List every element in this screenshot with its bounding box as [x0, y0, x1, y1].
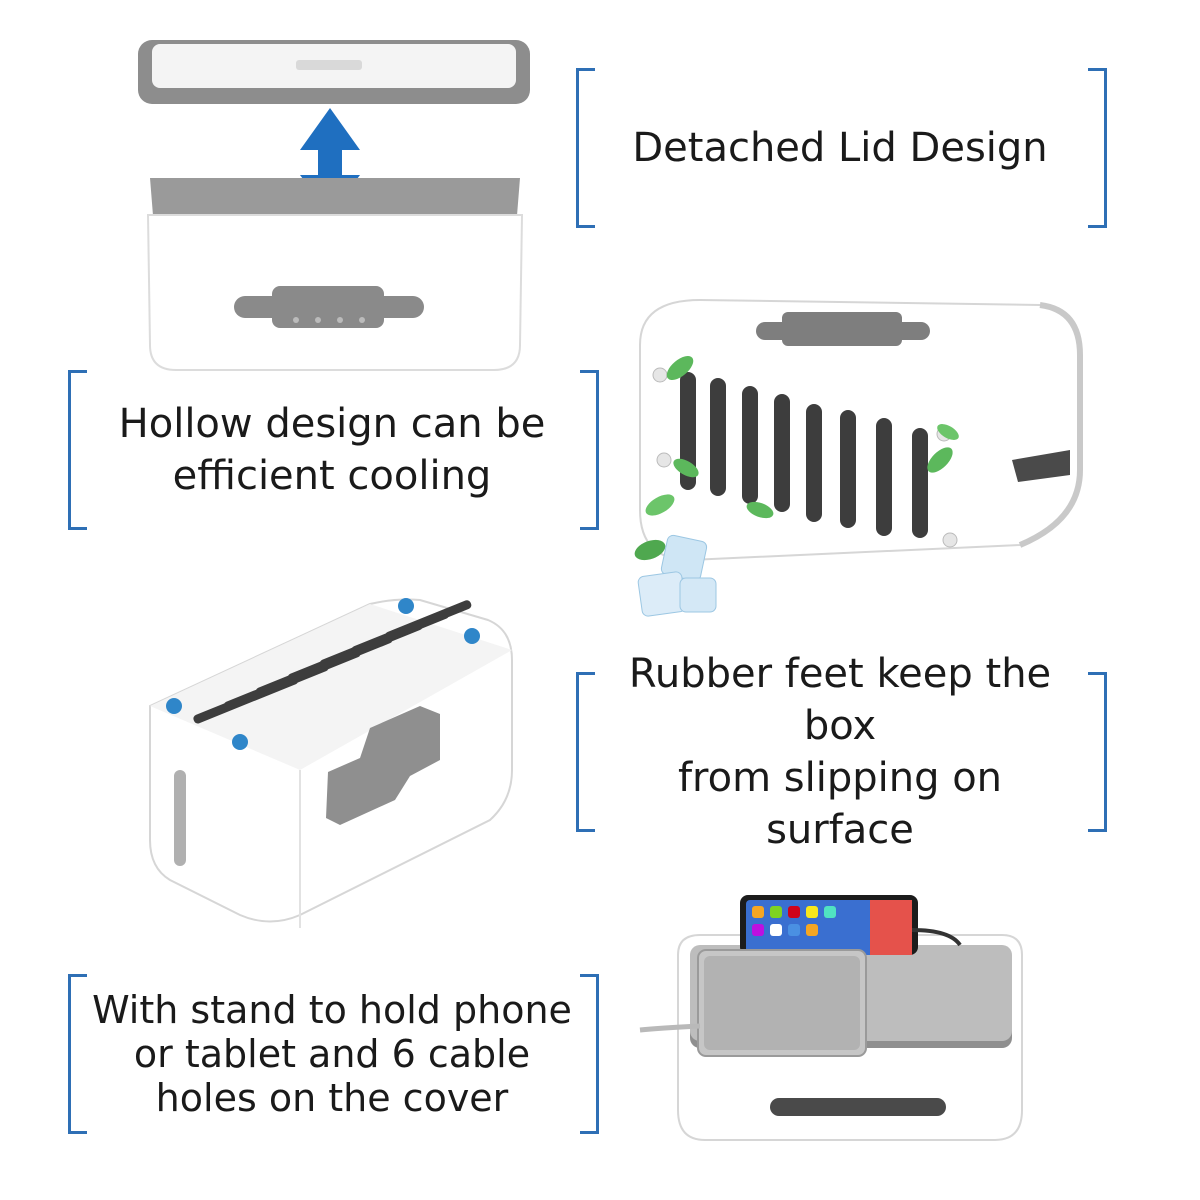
box-bottom-image	[149, 598, 513, 928]
feet-bracket-right	[1088, 672, 1107, 832]
lid-bracket-left	[576, 68, 595, 228]
open-box-image	[146, 178, 524, 371]
stand-caption-line2: or tablet and 6 cable	[133, 1032, 531, 1076]
feet-bracket-left	[576, 672, 595, 832]
stand-bracket-left	[68, 974, 87, 1134]
vented-box-image	[639, 298, 1083, 562]
mint-leaf-icon	[634, 356, 959, 561]
ice-cube-icon	[637, 534, 717, 617]
power-bank-image	[639, 928, 962, 1057]
cooling-bracket-right	[580, 370, 599, 530]
cooling-caption-line2: efficient cooling	[172, 453, 492, 499]
cooling-bracket-left	[68, 370, 87, 530]
phone-image	[740, 895, 918, 955]
stand-caption-line3: holes on the cover	[155, 1076, 509, 1120]
lid-caption: Detached Lid Design	[600, 68, 1080, 228]
lid-caption-text: Detached Lid Design	[632, 125, 1048, 171]
stand-caption: With stand to hold phone or tablet and 6…	[92, 974, 572, 1134]
stand-bracket-right	[580, 974, 599, 1134]
feet-caption: Rubber feet keep the box from slipping o…	[600, 651, 1080, 853]
lid-bracket-right	[1088, 68, 1107, 228]
cooling-caption-line1: Hollow design can be	[118, 401, 546, 447]
feet-caption-line1: Rubber feet keep the box	[628, 651, 1052, 749]
feet-caption-line2: from slipping on surface	[677, 755, 1003, 853]
rubber-feet-icon	[166, 598, 480, 750]
cooling-caption: Hollow design can be efficient cooling	[92, 370, 572, 530]
lid-image	[138, 40, 530, 104]
stand-caption-line1: With stand to hold phone	[92, 988, 572, 1032]
